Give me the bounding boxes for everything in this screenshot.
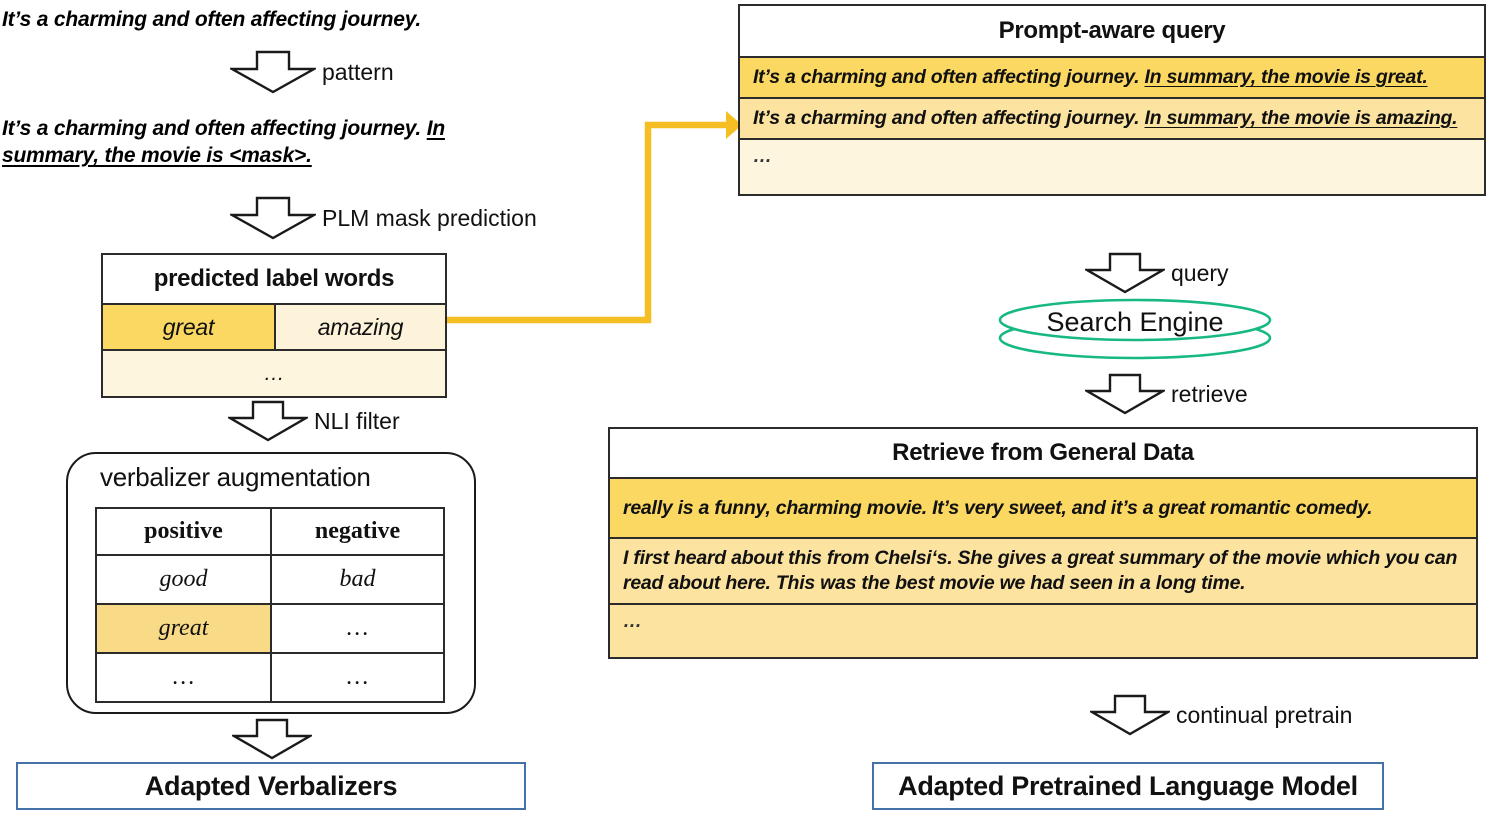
retrieve-row[interactable]: really is a funny, charming movie. It’s … <box>610 477 1476 537</box>
patterned-sentence-underline-2: summary, the movie is <mask>. <box>2 144 312 167</box>
retrieve-row-more: … <box>610 603 1476 657</box>
down-arrow-icon <box>230 196 316 240</box>
arrow-continual-pretrain-label: continual pretrain <box>1176 702 1353 728</box>
arrow-retrieve-label: retrieve <box>1171 381 1248 407</box>
predicted-word-great[interactable]: great <box>103 305 274 349</box>
arrow-plm-label: PLM mask prediction <box>322 205 537 231</box>
arrow-query-label: query <box>1171 260 1229 286</box>
verbalizer-negative-bad[interactable]: bad <box>270 556 443 603</box>
adapted-pretrained-language-model-box[interactable]: Adapted Pretrained Language Model <box>872 762 1384 810</box>
predicted-label-words-row: great amazing <box>103 303 445 349</box>
verbalizer-negative-ellipsis-2: … <box>270 654 443 701</box>
prompt-aware-query-row-more: … <box>740 138 1484 194</box>
retrieve-row-text: I first heard about this from Chelsi‘s. … <box>623 547 1458 594</box>
arrow-nli-filter: NLI filter <box>228 400 400 442</box>
verbalizer-positive-ellipsis: … <box>172 664 195 690</box>
prompt-aware-query-row[interactable]: It’s a charming and often affecting jour… <box>740 56 1484 97</box>
verbalizer-positive-good[interactable]: good <box>159 566 208 592</box>
down-arrow-icon <box>1085 252 1165 294</box>
query-plain-2: It’s a charming and often affecting jour… <box>753 107 1145 129</box>
search-engine-label: Search Engine <box>1046 307 1224 337</box>
retrieve-row-text: really is a funny, charming movie. It’s … <box>623 496 1373 519</box>
arrow-query: query <box>1085 252 1229 294</box>
arrow-retrieve: retrieve <box>1085 373 1248 415</box>
down-arrow-icon <box>228 400 308 442</box>
retrieve-general-data-title: Retrieve from General Data <box>610 429 1476 477</box>
verbalizer-negative-ellipsis: … <box>270 605 443 652</box>
retrieve-ellipsis: … <box>623 611 642 632</box>
query-plain-1: It’s a charming and often affecting jour… <box>753 66 1145 88</box>
query-ellipsis: … <box>753 146 772 167</box>
retrieve-row[interactable]: I first heard about this from Chelsi‘s. … <box>610 537 1476 603</box>
retrieve-header-row: Retrieve from General Data <box>610 429 1476 477</box>
down-arrow-icon <box>230 50 316 94</box>
query-underlined-2: In summary, the movie is amazing. <box>1144 107 1458 129</box>
prompt-aware-query-row-text: It’s a charming and often affecting jour… <box>740 99 1484 138</box>
predicted-label-words-table: predicted label words great amazing … <box>101 253 447 398</box>
arrow-continual-pretrain: continual pretrain <box>1090 694 1352 736</box>
predicted-label-words-title: predicted label words <box>103 255 445 303</box>
arrow-pattern-label: pattern <box>322 59 394 85</box>
predicted-word-amazing[interactable]: amazing <box>274 305 445 349</box>
verbalizer-table: positive negative good bad great … … … <box>95 507 445 703</box>
verbalizer-augmentation-title: verbalizer augmentation <box>100 462 371 492</box>
search-engine-shape[interactable] <box>993 293 1277 361</box>
arrow-pattern: pattern <box>230 50 394 94</box>
query-underlined-1: In summary, the movie is great. <box>1144 66 1428 88</box>
verbalizer-row: great … <box>97 603 443 652</box>
retrieve-general-data-table: Retrieve from General Data really is a f… <box>608 427 1478 659</box>
input-sentence: It’s a charming and often affecting jour… <box>2 8 422 31</box>
verbalizer-col-positive: positive <box>144 518 223 544</box>
patterned-sentence: It’s a charming and often affecting jour… <box>2 115 527 169</box>
verbalizer-positive-great[interactable]: great <box>97 605 270 652</box>
patterned-sentence-plain: It’s a charming and often affecting jour… <box>2 117 427 140</box>
verbalizer-header-row: positive negative <box>97 509 443 554</box>
down-arrow-icon <box>1090 694 1170 736</box>
down-arrow-icon <box>1085 373 1165 415</box>
down-arrow-icon <box>232 718 312 760</box>
arrow-to-adapted-verbalizers <box>232 718 312 760</box>
prompt-aware-query-title: Prompt-aware query <box>740 6 1484 56</box>
adapted-verbalizers-box[interactable]: Adapted Verbalizers <box>16 762 526 810</box>
predicted-word-ellipsis: … <box>103 351 445 396</box>
prompt-aware-query-header-row: Prompt-aware query <box>740 6 1484 56</box>
verbalizer-augmentation-box: verbalizer augmentation positive negativ… <box>66 452 476 714</box>
arrow-nli-label: NLI filter <box>314 408 400 434</box>
predicted-label-words-more-row: … <box>103 349 445 396</box>
patterned-sentence-underline-1: In <box>426 117 445 140</box>
prompt-aware-query-row[interactable]: It’s a charming and often affecting jour… <box>740 97 1484 138</box>
prompt-aware-query-table: Prompt-aware query It’s a charming and o… <box>738 4 1486 196</box>
verbalizer-row: good bad <box>97 554 443 603</box>
verbalizer-col-negative: negative <box>270 509 443 554</box>
predicted-label-words-header-row: predicted label words <box>103 255 445 303</box>
prompt-aware-query-row-text: It’s a charming and often affecting jour… <box>740 58 1484 97</box>
arrow-plm-mask-prediction: PLM mask prediction <box>230 196 537 240</box>
verbalizer-row: … … <box>97 652 443 701</box>
